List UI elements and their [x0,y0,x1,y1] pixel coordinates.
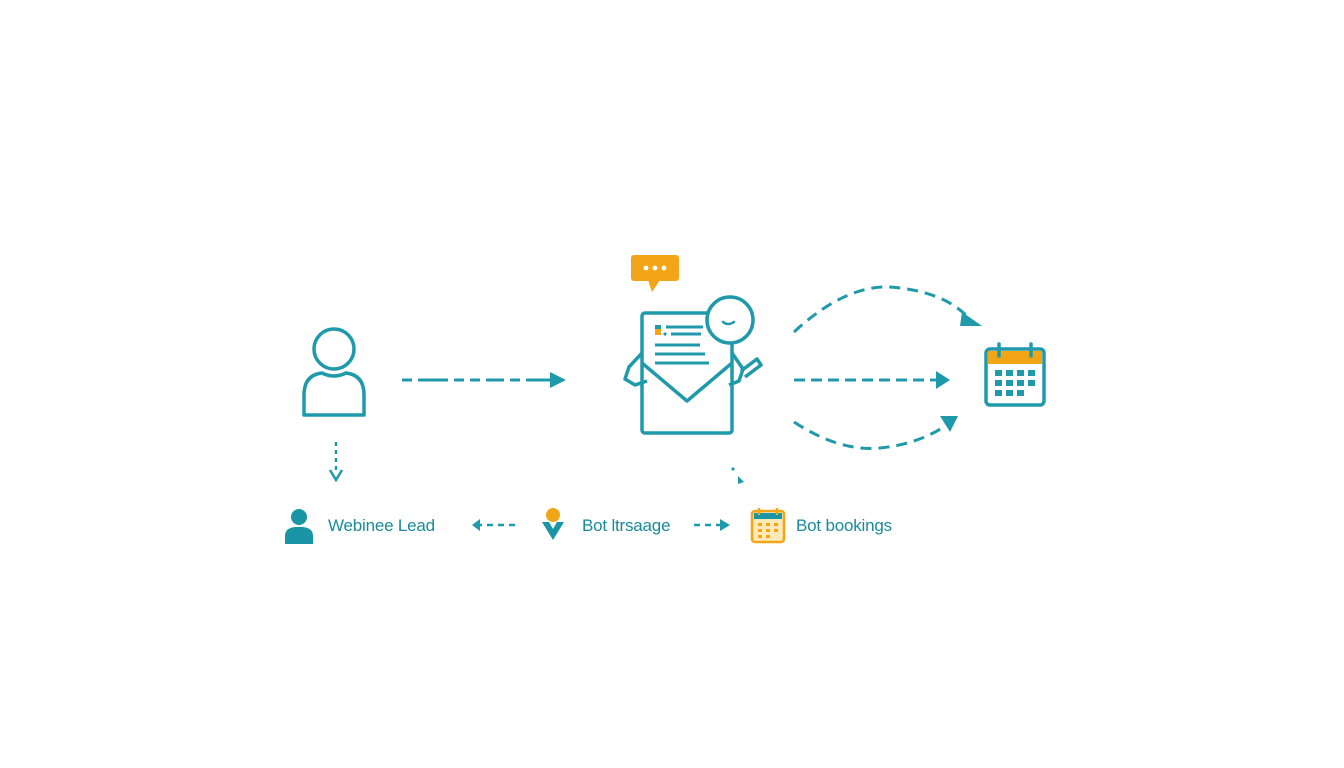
legend-label-message: Bot ltrsaage [582,516,671,535]
person-outline-icon [302,327,366,417]
legend: Webinee Lead Bot ltrsaage Bot bookings [0,500,1344,550]
location-check-icon [542,508,564,540]
person-filled-icon [285,509,313,544]
right-dashed-arrow [694,519,730,531]
arrow-bot-down [731,467,744,484]
legend-label-bookings: Bot bookings [796,516,892,535]
calendar-icon [984,342,1046,407]
arrows-bot-to-calendar [792,285,982,450]
arrow-lead-down [328,442,344,483]
legend-calendar-icon [750,508,786,544]
left-dashed-arrow [472,519,518,531]
arrow-lead-to-bot [402,372,566,388]
envelope-bot-icon [623,295,763,435]
legend-label-lead: Webinee Lead [328,516,435,535]
speech-bubble-icon [631,255,679,292]
